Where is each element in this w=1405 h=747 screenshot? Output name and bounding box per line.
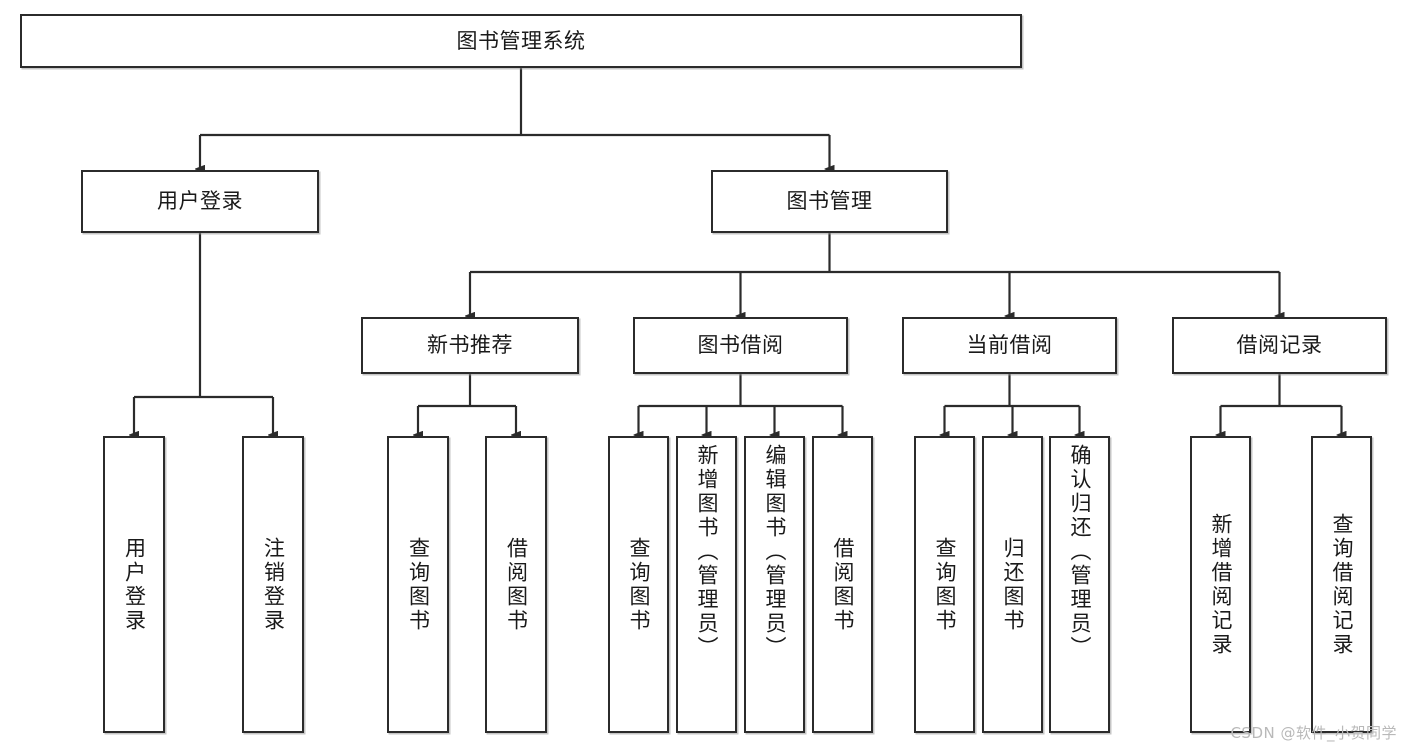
node-label-leaf-new-1: 查询图书	[406, 536, 431, 633]
node-root[interactable]: 图书管理系统	[20, 14, 1022, 68]
node-leaf-login-1[interactable]: 用户登录	[103, 436, 165, 733]
node-label-record: 借阅记录	[1236, 333, 1323, 358]
node-leaf-cur-1[interactable]: 查询图书	[914, 436, 975, 733]
node-label-leaf-login-2: 注销登录	[261, 536, 286, 633]
node-leaf-borrow-4[interactable]: 借阅图书	[812, 436, 873, 733]
node-record[interactable]: 借阅记录	[1172, 317, 1387, 374]
node-leaf-new-2[interactable]: 借阅图书	[485, 436, 547, 733]
node-label-leaf-rec-1: 新增借阅记录	[1209, 512, 1233, 657]
node-label-leaf-login-1: 用户登录	[122, 536, 147, 633]
node-label-leaf-rec-2: 查询借阅记录	[1330, 512, 1354, 657]
node-borrow[interactable]: 图书借阅	[633, 317, 848, 374]
node-label-leaf-borrow-1: 查询图书	[627, 536, 651, 633]
node-label-root: 图书管理系统	[456, 28, 586, 53]
node-bookmgmt[interactable]: 图书管理	[711, 170, 948, 233]
node-label-leaf-borrow-2: 新增图书（管理员）	[695, 444, 719, 660]
node-label-newbook: 新书推荐	[427, 333, 513, 358]
node-login[interactable]: 用户登录	[81, 170, 319, 233]
node-leaf-rec-1[interactable]: 新增借阅记录	[1190, 436, 1251, 733]
node-label-login: 用户登录	[157, 189, 243, 214]
node-current[interactable]: 当前借阅	[902, 317, 1117, 374]
node-leaf-new-1[interactable]: 查询图书	[387, 436, 449, 733]
connector-lines	[134, 68, 1342, 435]
node-label-leaf-borrow-3: 编辑图书（管理员）	[763, 444, 787, 660]
node-leaf-cur-2[interactable]: 归还图书	[982, 436, 1043, 733]
node-label-bookmgmt: 图书管理	[786, 189, 873, 214]
node-label-leaf-cur-3: 确认归还（管理员）	[1068, 444, 1092, 660]
node-label-current: 当前借阅	[966, 333, 1053, 358]
node-leaf-borrow-1[interactable]: 查询图书	[608, 436, 669, 733]
node-leaf-login-2[interactable]: 注销登录	[242, 436, 304, 733]
node-label-leaf-cur-2: 归还图书	[1001, 536, 1025, 633]
node-leaf-borrow-3[interactable]: 编辑图书（管理员）	[744, 436, 805, 733]
node-newbook[interactable]: 新书推荐	[361, 317, 579, 374]
node-label-leaf-borrow-4: 借阅图书	[831, 536, 855, 633]
node-leaf-rec-2[interactable]: 查询借阅记录	[1311, 436, 1372, 733]
node-label-leaf-cur-1: 查询图书	[933, 536, 957, 633]
node-label-leaf-new-2: 借阅图书	[504, 536, 529, 633]
node-label-borrow: 图书借阅	[697, 333, 784, 358]
node-leaf-cur-3[interactable]: 确认归还（管理员）	[1049, 436, 1110, 733]
node-leaf-borrow-2[interactable]: 新增图书（管理员）	[676, 436, 737, 733]
